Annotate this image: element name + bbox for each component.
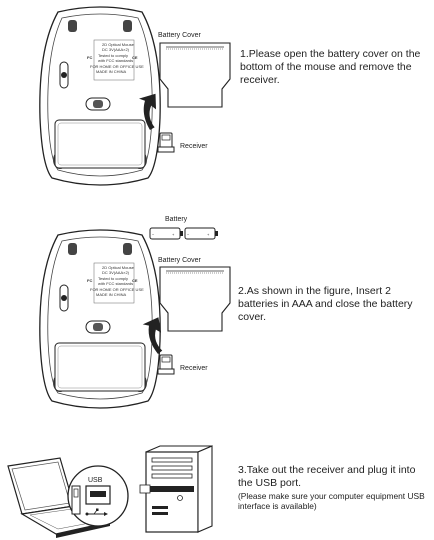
step-1-text: 1.Please open the battery cover on the b… <box>240 48 426 87</box>
ce-mark: CE <box>132 55 138 60</box>
pc-tower-icon <box>145 445 213 533</box>
sticker-line-3: Tested to comply <box>98 276 128 281</box>
step-2-text: 2.As shown in the figure, Insert 2 batte… <box>238 285 414 324</box>
step-2-mouse: 2D Optical Mouse DC 3V(AAA×2) FC Tested … <box>39 229 161 409</box>
sticker-line-6: MADE IN CHINA <box>96 69 127 74</box>
sticker-line-4: with FCC standards <box>98 58 133 63</box>
step-3-receiver-icon <box>71 485 81 515</box>
svg-text:−: − <box>152 232 155 237</box>
battery-2-icon: − + <box>184 227 218 240</box>
usb-symbol-icon <box>85 508 108 516</box>
step-1-receiver-icon <box>157 132 175 153</box>
fcc-mark: FC <box>87 55 92 60</box>
sticker-line-3: Tested to comply <box>98 53 128 58</box>
step-3-text: 3.Take out the receiver and plug it into… <box>238 464 428 511</box>
step-2-battery-label: Battery <box>165 216 188 223</box>
sticker-line-5: FOR HOME OR OFFICE USE <box>90 64 144 69</box>
ce-mark: CE <box>132 278 138 283</box>
sticker-line-2: DC 3V(AAA×2) <box>102 270 130 275</box>
battery-1-icon: − + <box>149 227 183 240</box>
fcc-mark: FC <box>87 278 92 283</box>
step-2-instruction: 2.As shown in the figure, Insert 2 batte… <box>238 285 413 323</box>
step-2-arrow <box>142 317 163 354</box>
step-1-receiver-label: Receiver <box>180 143 208 150</box>
sticker-line-1: 2D Optical Mouse <box>102 265 135 270</box>
sticker-line-2: DC 3V(AAA×2) <box>102 47 130 52</box>
step-2-receiver-icon <box>157 354 175 375</box>
svg-text:−: − <box>187 232 190 237</box>
usb-label: USB <box>88 477 103 484</box>
step-2-batteries: − + − + <box>149 227 218 240</box>
usb-port-zoom: USB <box>67 465 129 527</box>
sticker-line-6: MADE IN CHINA <box>96 292 127 297</box>
step-3-instruction: 3.Take out the receiver and plug it into… <box>238 464 416 489</box>
step-1-mouse: 2D Optical Mouse DC 3V(AAA×2) FC Tested … <box>39 6 161 186</box>
step-1-arrow <box>139 93 157 130</box>
step-3-note: (Please make sure your computer equipmen… <box>238 491 425 511</box>
sticker-line-1: 2D Optical Mouse <box>102 42 135 47</box>
step-1-battery-cover <box>159 42 231 108</box>
step-2-battery-cover <box>159 266 231 332</box>
step-2-cover-label: Battery Cover <box>158 257 201 264</box>
svg-text:+: + <box>172 232 175 237</box>
step-1-instruction: 1.Please open the battery cover on the b… <box>240 48 421 86</box>
sticker-line-5: FOR HOME OR OFFICE USE <box>90 287 144 292</box>
sticker-line-4: with FCC standards <box>98 281 133 286</box>
step-2-receiver-label: Receiver <box>180 365 208 372</box>
svg-text:+: + <box>207 232 210 237</box>
step-1-cover-label: Battery Cover <box>158 32 201 39</box>
pc-receiver-icon <box>139 484 151 494</box>
